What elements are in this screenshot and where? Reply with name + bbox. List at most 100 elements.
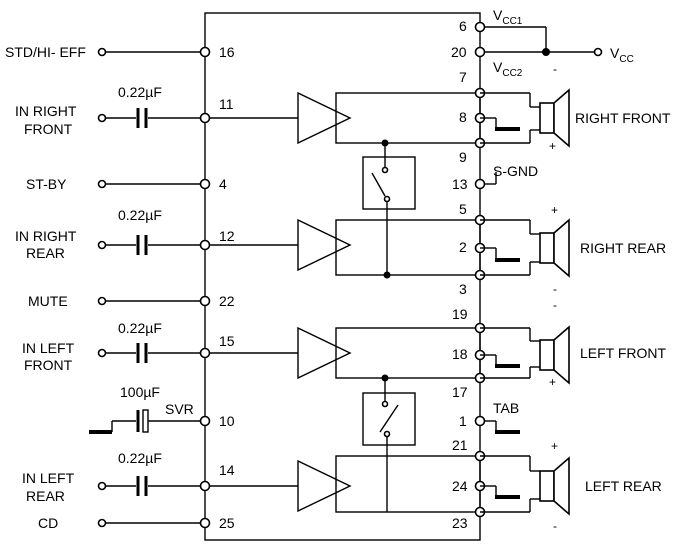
polarity-plus: + xyxy=(549,139,556,153)
pin-node xyxy=(199,46,211,58)
ic-body xyxy=(204,12,481,541)
label-in-left-front-1: IN LEFT xyxy=(22,340,75,356)
speaker-cone xyxy=(553,218,570,278)
input-svr: 100µF SVR 10 xyxy=(89,384,235,434)
label-mute: MUTE xyxy=(28,293,68,309)
pin-node xyxy=(199,480,211,492)
input-right-rear: IN RIGHT REAR 0.22µF 12 xyxy=(15,207,298,261)
pin-node xyxy=(199,517,211,529)
terminal xyxy=(97,240,107,250)
label-vcc1: VCC1 xyxy=(493,7,523,27)
pin-number: 18 xyxy=(452,346,468,362)
label-s-gnd: S-GND xyxy=(493,163,538,179)
pin-node xyxy=(199,295,211,307)
pin-node xyxy=(199,178,211,190)
pin-node xyxy=(199,239,211,251)
cap-value: 100µF xyxy=(120,384,160,400)
pin-number: 6 xyxy=(459,18,467,34)
label-in-left-rear-1: IN LEFT xyxy=(22,470,75,486)
label-svr: SVR xyxy=(165,401,194,417)
pin-node xyxy=(474,21,486,33)
label-left-rear: LEFT REAR xyxy=(585,478,662,494)
speaker-icon xyxy=(539,470,555,502)
input-st-by: ST-BY 4 xyxy=(26,176,227,192)
polarity-plus: + xyxy=(551,439,558,453)
input-left-rear: IN LEFT REAR 0.22µF 14 xyxy=(22,450,298,504)
pin-number: 19 xyxy=(452,306,468,322)
amp-left-front: 19 18 17 + LEFT FRONT xyxy=(297,306,667,400)
label-cd: CD xyxy=(38,515,58,531)
polarity-minus: - xyxy=(553,282,557,296)
label-std-hi-eff: STD/HI- EFF xyxy=(5,44,86,60)
pin-number: 7 xyxy=(459,69,467,85)
pin-number: 11 xyxy=(219,96,234,112)
terminal xyxy=(97,518,107,528)
terminal xyxy=(97,179,107,189)
pin-node xyxy=(199,347,211,359)
input-left-front: IN LEFT FRONT 0.22µF 15 xyxy=(22,320,298,373)
label-in-right-rear-2: REAR xyxy=(26,245,65,261)
pin-node xyxy=(474,415,486,427)
polarity-plus: + xyxy=(551,203,558,217)
pin-number: 21 xyxy=(452,437,468,453)
input-std-hi-eff: STD/HI- EFF 16 xyxy=(5,44,235,60)
vcc-supply: 6 20 VCC1 VCC VCC2 - xyxy=(451,7,634,79)
pin-number: 17 xyxy=(452,384,468,400)
vcc-terminal xyxy=(593,47,603,57)
label-right-front: RIGHT FRONT xyxy=(575,110,671,126)
pin-number: 12 xyxy=(219,228,235,244)
cap-value: 0.22µF xyxy=(118,450,162,466)
pin-number: 25 xyxy=(219,515,235,531)
standby-switch-upper xyxy=(362,143,416,275)
label-in-right-rear-1: IN RIGHT xyxy=(15,228,77,244)
polarity-minus: - xyxy=(553,62,557,76)
pin-number: 15 xyxy=(219,333,235,349)
speaker-cone xyxy=(553,325,570,385)
label-st-by: ST-BY xyxy=(26,176,67,192)
pin-node xyxy=(199,415,211,427)
label-left-front: LEFT FRONT xyxy=(580,345,667,361)
s-gnd: 13 S-GND xyxy=(452,163,538,192)
pin-number: 3 xyxy=(459,281,467,297)
pin-number: 20 xyxy=(451,44,467,60)
terminal xyxy=(97,47,107,57)
speaker-icon xyxy=(539,102,555,134)
input-mute: MUTE 22 xyxy=(28,293,235,309)
standby-switch-lower xyxy=(362,378,416,512)
label-vcc: VCC xyxy=(610,45,634,65)
cap-value: 0.22µF xyxy=(118,84,162,100)
tab-ground: 1 TAB xyxy=(459,400,520,434)
terminal xyxy=(97,348,107,358)
pin-number: 14 xyxy=(219,462,235,478)
pin-number: 9 xyxy=(459,149,467,165)
label-in-right-front-2: FRONT xyxy=(24,121,73,137)
speaker-icon xyxy=(539,232,555,264)
pin-number: 2 xyxy=(459,239,467,255)
cap-value: 0.22µF xyxy=(118,207,162,223)
amp-right-front: 7 8 9 + RIGHT FRONT xyxy=(297,69,671,165)
amp-right-rear: 5 2 3 + - RIGHT REAR - xyxy=(297,201,666,312)
terminal xyxy=(97,296,107,306)
pin-node xyxy=(474,178,486,190)
label-in-left-rear-2: REAR xyxy=(26,488,65,504)
speaker-cone xyxy=(553,88,570,148)
speaker-icon xyxy=(539,339,555,371)
polarity-minus: - xyxy=(553,519,557,533)
polarity-minus: - xyxy=(553,298,557,312)
pin-number: 10 xyxy=(219,413,235,429)
terminal xyxy=(97,113,107,123)
pin-number: 16 xyxy=(219,44,235,60)
input-cd: CD 25 xyxy=(38,515,235,531)
pin-number: 24 xyxy=(452,478,468,494)
pin-number: 5 xyxy=(459,201,467,217)
pin-number: 4 xyxy=(219,176,227,192)
pin-node xyxy=(199,112,211,124)
label-in-right-front-1: IN RIGHT xyxy=(15,103,77,119)
pin-number: 1 xyxy=(459,413,467,429)
polarity-plus: + xyxy=(549,375,556,389)
input-right-front: IN RIGHT FRONT 0.22µF 11 xyxy=(15,84,298,137)
label-in-left-front-2: FRONT xyxy=(24,357,73,373)
amp-left-rear: 21 24 23 + - LEFT REAR xyxy=(297,437,662,533)
speaker-cone xyxy=(553,456,570,516)
cap-value: 0.22µF xyxy=(118,320,162,336)
